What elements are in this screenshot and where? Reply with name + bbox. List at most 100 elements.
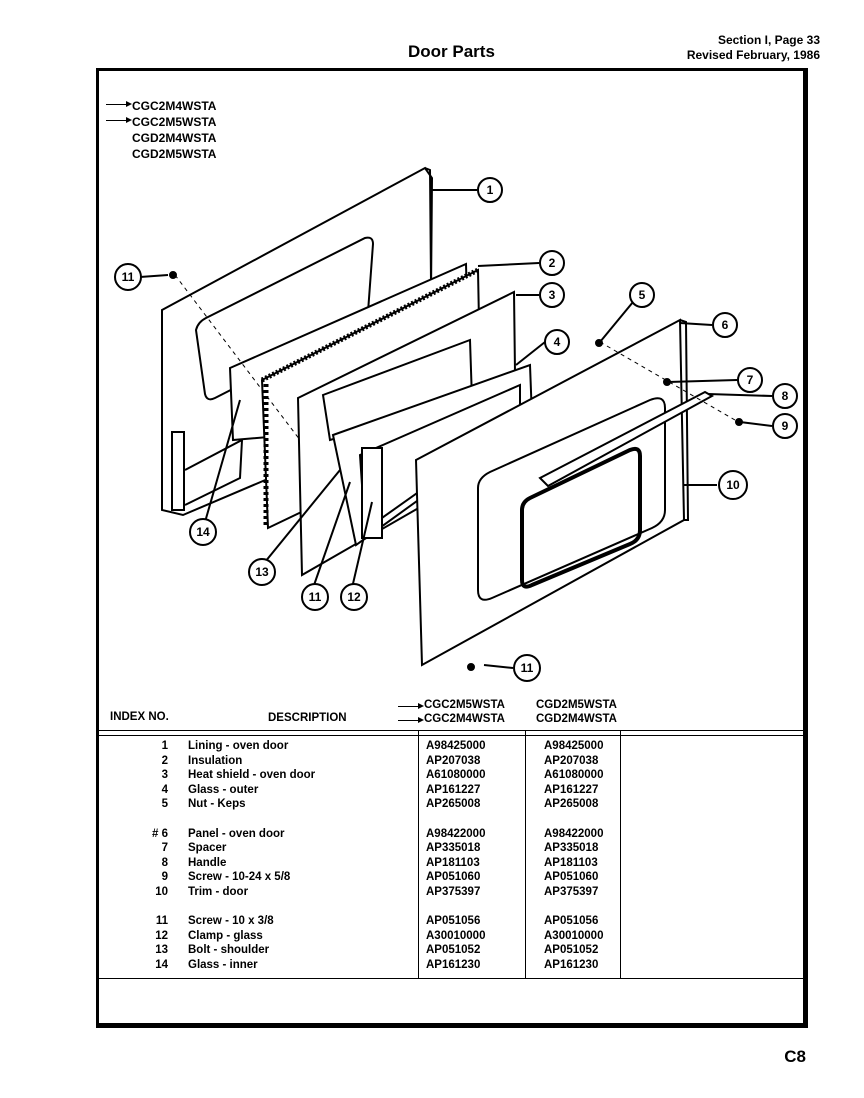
arrow-icon xyxy=(398,702,424,709)
column-description-header: DESCRIPTION xyxy=(268,712,347,724)
door-handle-part xyxy=(538,390,715,488)
table-cell: 10 xyxy=(155,885,168,898)
callout-label: 11 xyxy=(309,590,322,604)
table-cell: AP181103 xyxy=(426,856,480,869)
table-cell: Handle xyxy=(188,856,227,869)
table-cell: A30010000 xyxy=(544,929,604,942)
table-cell: Nut - Keps xyxy=(188,798,246,811)
table-cell: 3 xyxy=(161,769,168,782)
callout-label: 9 xyxy=(782,419,789,433)
table-cell: AP051052 xyxy=(426,944,481,957)
table-cell: AP375397 xyxy=(426,885,481,898)
table-cell: AP335018 xyxy=(544,842,599,855)
part-number-column-a: A98425000 AP207038 A61080000 AP161227 AP… xyxy=(426,739,485,973)
table-cell: AP161230 xyxy=(426,958,481,971)
table-cell: 9 xyxy=(161,871,168,884)
table-cell: AP265008 xyxy=(426,798,481,811)
arrow-icon xyxy=(398,716,424,723)
table-cell: Glass - outer xyxy=(188,783,259,796)
table-cell: A98422000 xyxy=(544,827,604,840)
column-divider xyxy=(525,730,526,978)
table-cell: # 6 xyxy=(152,827,168,840)
table-cell: AP335018 xyxy=(426,842,481,855)
table-cell: Heat shield - oven door xyxy=(188,769,316,782)
arrow-icon xyxy=(106,116,132,123)
table-cell: Clamp - glass xyxy=(188,929,263,942)
callout-label: 12 xyxy=(347,590,361,604)
callout-label: 13 xyxy=(255,565,269,579)
table-cell: AP051052 xyxy=(544,944,599,957)
section-label: Section I, Page 33 xyxy=(717,33,820,47)
table-cell: A61080000 xyxy=(544,769,604,782)
table-cell: AP181103 xyxy=(544,856,598,869)
column-index-header: INDEX NO. xyxy=(110,711,169,723)
exploded-door-diagram: 1 2 3 4 5 6 7 8 9 10 11 11 11 12 13 14 xyxy=(114,166,798,682)
table-cell: A98425000 xyxy=(544,740,604,752)
table-cell: 11 xyxy=(155,915,168,928)
table-divider xyxy=(99,978,804,979)
table-cell: Glass - inner xyxy=(188,958,258,971)
page-code: C8 xyxy=(784,1047,806,1066)
table-cell: 7 xyxy=(161,842,168,855)
table-cell: Screw - 10 x 3/8 xyxy=(188,915,274,928)
callout-label: 6 xyxy=(722,318,729,332)
table-cell: AP051056 xyxy=(426,915,481,928)
table-cell: 1 xyxy=(161,740,168,752)
table-cell: Panel - oven door xyxy=(188,827,285,840)
column-a-model-1: CGC2M5WSTA xyxy=(424,699,505,711)
table-cell: AP161227 xyxy=(544,783,599,796)
callout-label: 11 xyxy=(122,270,135,284)
table-cell: 14 xyxy=(155,958,168,971)
part-number-column-b: A98425000 AP207038 A61080000 AP161227 AP… xyxy=(544,739,603,973)
table-cell: 5 xyxy=(161,798,168,811)
table-cell: A61080000 xyxy=(426,769,486,782)
model-list: CGC2M4WSTA CGC2M5WSTA CGD2M4WSTA CGD2M5W… xyxy=(106,98,217,162)
table-cell: Trim - door xyxy=(188,885,249,898)
callout-label: 11 xyxy=(521,661,534,675)
column-b-model-2: CGD2M4WSTA xyxy=(536,713,617,725)
table-cell: AP051060 xyxy=(426,871,481,884)
callout-label: 2 xyxy=(549,256,556,270)
table-cell: 13 xyxy=(155,944,168,957)
table-cell: AP161230 xyxy=(544,958,599,971)
table-cell: Spacer xyxy=(188,842,227,855)
table-divider xyxy=(99,730,804,731)
table-cell: A98422000 xyxy=(426,827,486,840)
page-reference: Section I, Page 33 Revised February, 198… xyxy=(687,33,820,63)
table-cell: Screw - 10-24 x 5/8 xyxy=(188,871,291,884)
callout-label: 1 xyxy=(487,183,494,197)
table-cell: AP051060 xyxy=(544,871,599,884)
table-cell: Bolt - shoulder xyxy=(188,944,270,957)
table-cell: A30010000 xyxy=(426,929,486,942)
callout-label: 3 xyxy=(549,288,556,302)
table-cell: AP051056 xyxy=(544,915,599,928)
revision-label: Revised February, 1986 xyxy=(686,48,820,62)
table-divider xyxy=(99,735,804,736)
table-cell: Lining - oven door xyxy=(188,740,289,752)
callout-label: 10 xyxy=(726,478,740,492)
callout-label: 4 xyxy=(554,335,561,349)
callout-label: 5 xyxy=(639,288,646,302)
parts-frame xyxy=(96,68,808,1028)
table-cell: Insulation xyxy=(188,754,243,767)
column-divider xyxy=(620,730,621,978)
model-item: CGC2M5WSTA xyxy=(106,114,216,130)
column-a-model-2: CGC2M4WSTA xyxy=(424,713,505,725)
table-cell: 12 xyxy=(155,929,168,942)
model-item: CGD2M4WSTA xyxy=(132,131,217,145)
model-item: CGD2M5WSTA xyxy=(132,147,217,161)
callout-label: 8 xyxy=(782,389,789,403)
table-cell: 4 xyxy=(161,783,168,796)
table-cell: AP207038 xyxy=(426,754,481,767)
arrow-icon xyxy=(106,100,132,107)
index-column: 1 2 3 4 5 # 6 7 8 9 10 11 12 13 14 xyxy=(118,739,168,973)
description-column: Lining - oven door Insulation Heat shiel… xyxy=(188,739,315,973)
model-item: CGC2M4WSTA xyxy=(106,98,216,114)
page-title: Door Parts xyxy=(408,42,495,61)
column-b-model-1: CGD2M5WSTA xyxy=(536,699,617,711)
column-divider xyxy=(418,730,419,978)
table-cell: A98425000 xyxy=(426,740,486,752)
table-cell: AP207038 xyxy=(544,754,599,767)
table-cell: AP375397 xyxy=(544,885,599,898)
table-cell: AP161227 xyxy=(426,783,481,796)
